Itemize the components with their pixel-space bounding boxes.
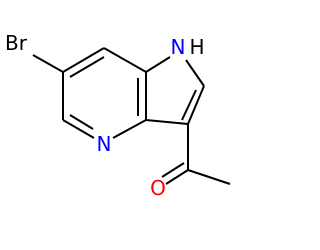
bond-c-br <box>32 54 64 73</box>
bond-c-nh <box>145 56 171 73</box>
pyrrole-hydrogen-label: H <box>189 35 204 59</box>
pyridine-nitrogen-label: N <box>97 132 112 156</box>
carbonyl-oxygen-label: O <box>150 176 166 200</box>
pyridine-ring <box>62 47 147 139</box>
bond-n-c-double <box>62 119 95 139</box>
bond-c-c <box>103 47 147 73</box>
bond-c-o-double <box>165 169 189 185</box>
bromine-label: Br <box>5 31 28 55</box>
pyrrole-nitrogen-label: N <box>171 35 186 59</box>
bond-n-c-double-inner <box>69 114 94 130</box>
bond-c-c-double <box>187 85 205 125</box>
bond-c-methyl <box>187 169 231 185</box>
bond-c-c <box>62 47 105 73</box>
bond-nh-c <box>185 59 205 87</box>
bond-c-c-double-inner <box>181 89 197 121</box>
pyrrole-ring <box>145 56 205 125</box>
bond-c-c-double <box>69 56 105 78</box>
bond-c-c <box>145 119 189 125</box>
molecule-structure: Br N H N O <box>5 31 231 200</box>
bond-c-o-double-inner <box>161 162 185 178</box>
acetyl-group <box>161 124 231 185</box>
bond-c-n <box>112 119 147 139</box>
